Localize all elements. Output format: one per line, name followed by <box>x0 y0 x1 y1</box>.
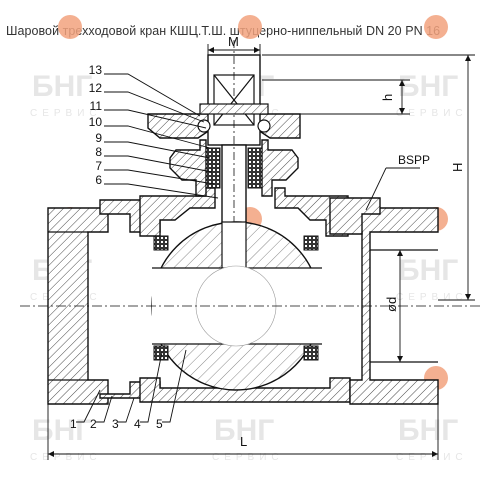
watermark-sub: СЕРВИС <box>396 108 468 119</box>
part-label-11: 11 <box>90 99 103 113</box>
page-title: Шаровой трехходовой кран КШЦ.Т.Ш. штуцер… <box>6 24 441 38</box>
part-label-8: 8 <box>95 145 102 159</box>
part-label-9: 9 <box>95 131 102 145</box>
watermark-brand: БНГ <box>398 70 458 103</box>
watermark-sub: СЕРВИС <box>396 292 468 303</box>
stem-and-handle <box>197 40 271 240</box>
part-label-12: 12 <box>89 81 103 95</box>
part-number-labels: 13 12 11 10 9 8 7 6 1 2 3 4 5 <box>70 63 163 431</box>
dimension-labels: M h H L ød BSPP <box>228 34 465 449</box>
watermark-brand: БНГ <box>32 70 92 103</box>
part-label-7: 7 <box>95 159 102 173</box>
dim-h-small-label: h <box>380 94 395 101</box>
part-label-13: 13 <box>89 63 103 77</box>
part-label-5: 5 <box>156 417 163 431</box>
part-label-2: 2 <box>90 417 97 431</box>
dimension-lines <box>47 44 475 460</box>
part-label-4: 4 <box>134 417 141 431</box>
leader-lines <box>76 73 219 423</box>
watermark-brand: БНГ <box>214 414 274 447</box>
dim-thread-label: BSPP <box>398 153 430 167</box>
watermark-brand: БНГ <box>398 414 458 447</box>
dim-m-label: M <box>228 34 239 49</box>
watermark-sub: СЕРВИС <box>30 452 102 463</box>
dim-diameter-label: ød <box>384 297 399 312</box>
watermark-sub: СЕРВИС <box>212 452 284 463</box>
part-label-3: 3 <box>112 417 119 431</box>
part-label-10: 10 <box>89 115 103 129</box>
bore-lines <box>20 231 480 381</box>
dimension-arrows <box>48 47 471 457</box>
seats <box>153 235 319 361</box>
watermark-sub: СЕРВИС <box>396 452 468 463</box>
watermark-brand: БНГ <box>32 414 92 447</box>
watermark-sub: СЕРВИС <box>30 108 102 119</box>
part-label-1: 1 <box>70 417 77 431</box>
part-label-6: 6 <box>95 173 102 187</box>
watermark-brand: БНГ <box>398 254 458 287</box>
dim-l-label: L <box>240 434 247 449</box>
dim-h-total-label: H <box>450 163 465 172</box>
